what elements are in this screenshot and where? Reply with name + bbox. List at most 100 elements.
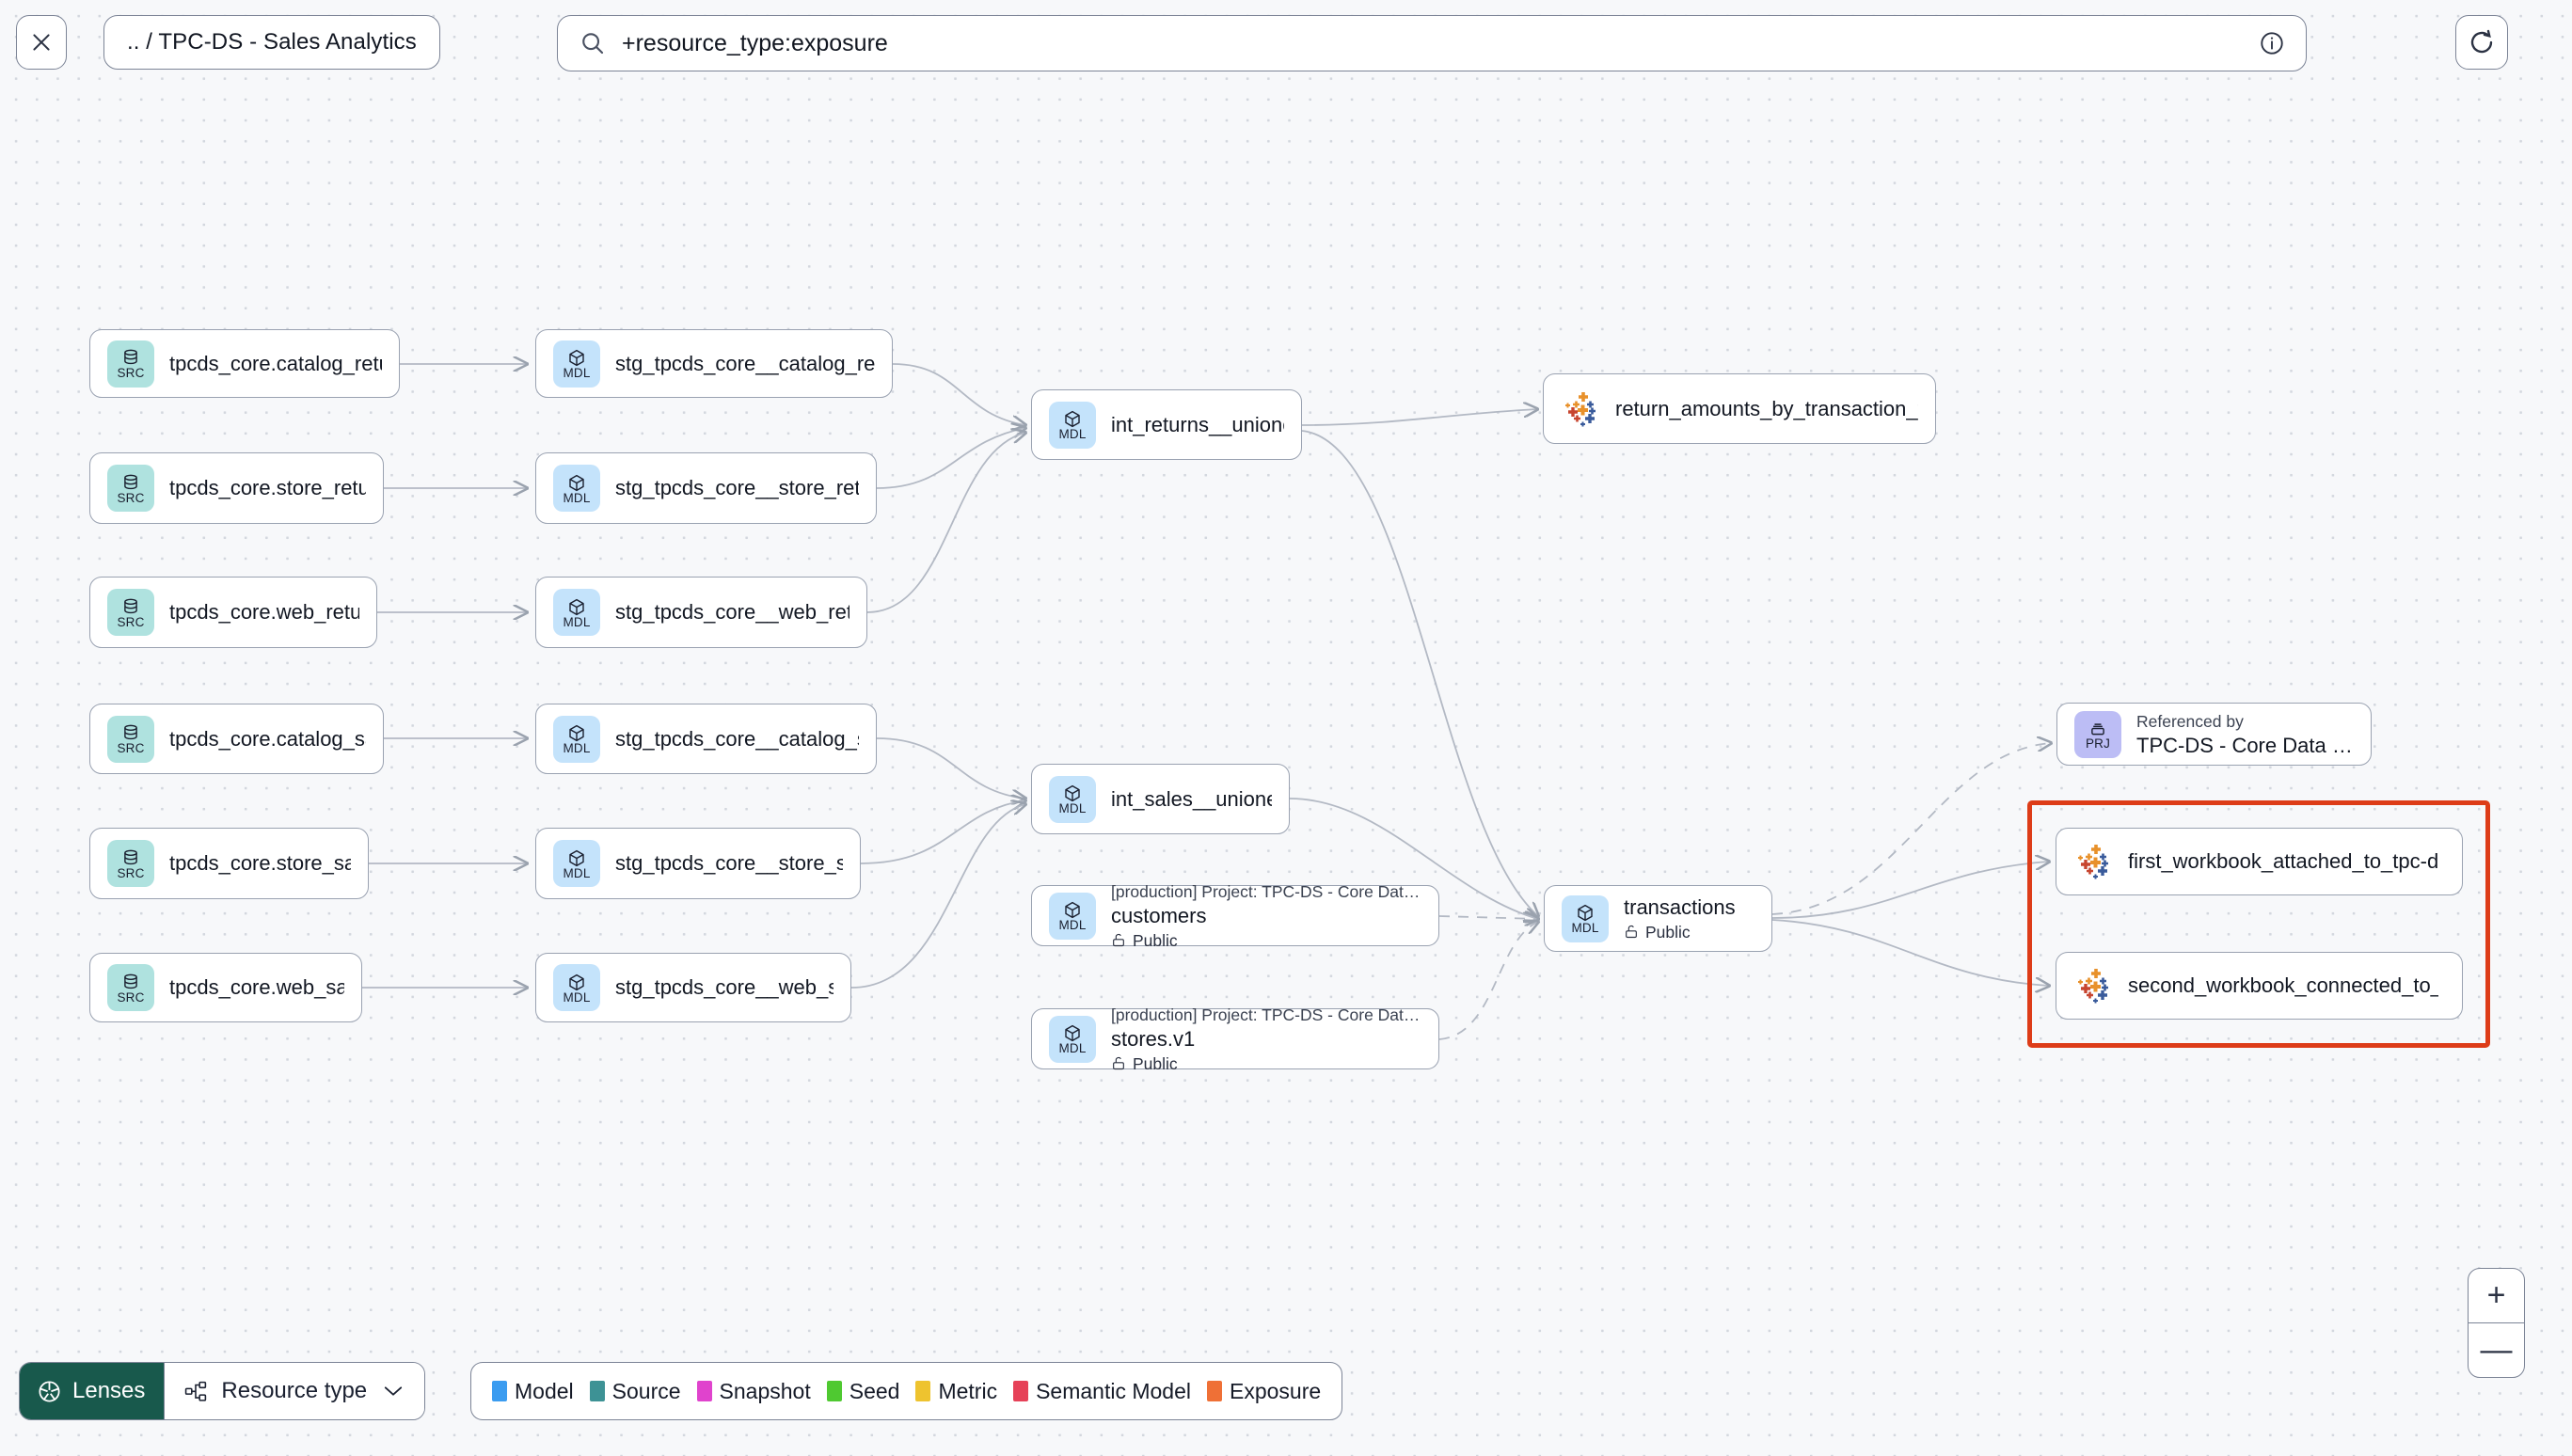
source-badge-label: SRC [117,741,145,755]
graph-node-customers[interactable]: MDL [production] Project: TPC-DS - Core … [1031,882,1439,950]
legend-item-model[interactable]: Model [492,1379,574,1404]
legend-item-exposure[interactable]: Exposure [1207,1379,1321,1404]
graph-node-src-catalog-sales[interactable]: SRC tpcds_core.catalog_sales [89,704,384,774]
aperture-icon [39,1380,60,1402]
source-badge-label: SRC [117,366,145,380]
graph-node-stg-store-returns[interactable]: MDL stg_tpcds_core__store_returns [535,452,877,524]
exposure-icon [2073,966,2115,1005]
legend-item-source[interactable]: Source [589,1378,681,1404]
search-input[interactable]: +resource_type:exposure [557,15,2307,71]
graph-node-stg-catalog-sales[interactable]: MDL stg_tpcds_core__catalog_sales [535,704,877,774]
legend-item-seed[interactable]: Seed [826,1378,900,1404]
graph-node-src-web-returns[interactable]: SRC tpcds_core.web_returns [89,577,377,648]
info-icon [2261,32,2283,55]
node-visibility: Public [1111,1052,1421,1075]
legend-swatch [1013,1381,1029,1401]
model-badge-label: MDL [1571,921,1599,935]
graph-node-src-store-sales[interactable]: SRC tpcds_core.store_sales [89,828,369,899]
graph-node-stg-catalog-returns[interactable]: MDL stg_tpcds_core__catalog_returns [535,329,893,398]
legend-swatch [915,1381,931,1401]
node-title: second_workbook_connected_to_live... [2128,973,2438,997]
graph-node-int-returns-unioned[interactable]: MDL int_returns__unioned [1031,389,1302,460]
graph-node-stg-web-returns[interactable]: MDL stg_tpcds_core__web_returns [535,577,867,648]
node-title: return_amounts_by_transaction_type [1615,396,1918,420]
graph-node-stg-web-sales[interactable]: MDL stg_tpcds_core__web_sales [535,953,851,1022]
resource-type-dropdown[interactable]: Resource type [164,1363,425,1419]
legend-swatch [492,1381,507,1401]
graph-node-src-web-sales[interactable]: SRC tpcds_core.web_sales [89,953,362,1022]
zoom-controls: + — [2468,1268,2525,1378]
node-title: tpcds_core.web_returns [169,600,359,624]
model-badge: MDL [553,340,600,388]
chevron-down-icon [385,1386,403,1396]
node-title: tpcds_core.store_returns [169,476,366,499]
graph-node-transactions[interactable]: MDL transactions Public [1544,885,1772,952]
unlock-icon [1113,1056,1124,1070]
node-title: stg_tpcds_core__catalog_sales [615,726,859,751]
node-title: transactions [1624,894,1736,919]
legend-item-snapshot[interactable]: Snapshot [696,1379,811,1404]
graph-node-int-sales-unioned[interactable]: MDL int_sales__unioned [1031,764,1290,834]
model-badge: MDL [553,715,600,763]
model-badge: MDL [553,964,600,1011]
legend-label: Seed [849,1378,900,1403]
resource-type-legend: Model Source Snapshot Seed Metric Semant… [470,1362,1343,1420]
breadcrumb-label: .. / TPC-DS - Sales Analytics [127,29,417,55]
legend-label: Source [611,1378,681,1403]
source-badge: SRC [107,465,154,512]
top-toolbar: .. / TPC-DS - Sales Analytics +resource_… [0,0,2572,110]
lenses-button[interactable]: Lenses [20,1363,165,1419]
graph-node-stores-v1[interactable]: MDL [production] Project: TPC-DS - Core … [1031,1005,1439,1073]
source-badge-label: SRC [117,865,145,880]
legend-item-semantic-model[interactable]: Semantic Model [1013,1379,1191,1404]
search-query-text: +resource_type:exposure [622,29,888,56]
model-badge-label: MDL [1058,427,1087,441]
graph-node-src-catalog-returns[interactable]: SRC tpcds_core.catalog_returns [89,329,400,398]
hierarchy-icon [185,1381,207,1401]
node-visibility: Public [1111,929,1421,952]
model-badge: MDL [553,465,600,512]
exposure-icon [2073,842,2115,881]
model-badge-label: MDL [1058,1041,1087,1055]
lenses-label: Lenses [72,1378,146,1403]
node-project-path: [production] Project: TPC-DS - Core Data… [1111,881,1421,901]
source-badge-label: SRC [117,614,145,629]
legend-swatch [589,1381,605,1401]
model-badge: MDL [1049,775,1096,823]
model-badge-label: MDL [563,366,591,380]
model-badge-label: MDL [563,490,591,505]
breadcrumb[interactable]: .. / TPC-DS - Sales Analytics [103,15,440,70]
unlock-icon [1626,925,1637,939]
graph-node-second-workbook-exposure[interactable]: second_workbook_connected_to_live... [2056,952,2463,1020]
graph-node-src-store-returns[interactable]: SRC tpcds_core.store_returns [89,452,384,524]
node-title: stg_tpcds_core__web_sales [615,975,834,999]
unlock-icon [1113,933,1124,947]
legend-item-metric[interactable]: Metric [915,1379,997,1404]
model-badge-label: MDL [563,614,591,629]
project-badge: PRJ [2074,710,2121,758]
graph-node-referenced-by-project[interactable]: PRJ Referenced by TPC-DS - Core Data Mod… [2056,703,2372,766]
close-button[interactable] [16,15,67,70]
node-title: first_workbook_attached_to_tpc-ds_-_... [2128,849,2438,873]
source-badge-label: SRC [117,490,145,505]
lens-toolbar: Lenses Resource type [19,1362,426,1420]
node-title: tpcds_core.web_sales [169,975,344,999]
exposure-icon [1561,389,1602,429]
node-title: tpcds_core.catalog_sales [169,726,366,751]
graph-node-first-workbook-exposure[interactable]: first_workbook_attached_to_tpc-ds_-_... [2056,828,2463,895]
node-title: int_sales__unioned [1111,786,1272,811]
project-badge-label: PRJ [2085,736,2111,751]
graph-node-stg-store-sales[interactable]: MDL stg_tpcds_core__store_sales [535,828,861,899]
node-reference-label: Referenced by [2136,711,2244,731]
node-title: tpcds_core.store_sales [169,851,351,875]
close-icon [33,34,50,51]
model-badge-label: MDL [1058,801,1087,815]
zoom-in-button[interactable]: + [2469,1269,2524,1323]
model-badge: MDL [553,840,600,887]
graph-node-return-amounts-by-transaction-type[interactable]: return_amounts_by_transaction_type [1543,373,1936,444]
refresh-button[interactable] [2455,15,2508,70]
zoom-out-button[interactable]: — [2480,1332,2513,1368]
model-badge: MDL [1049,892,1096,940]
model-badge-label: MDL [563,989,591,1005]
